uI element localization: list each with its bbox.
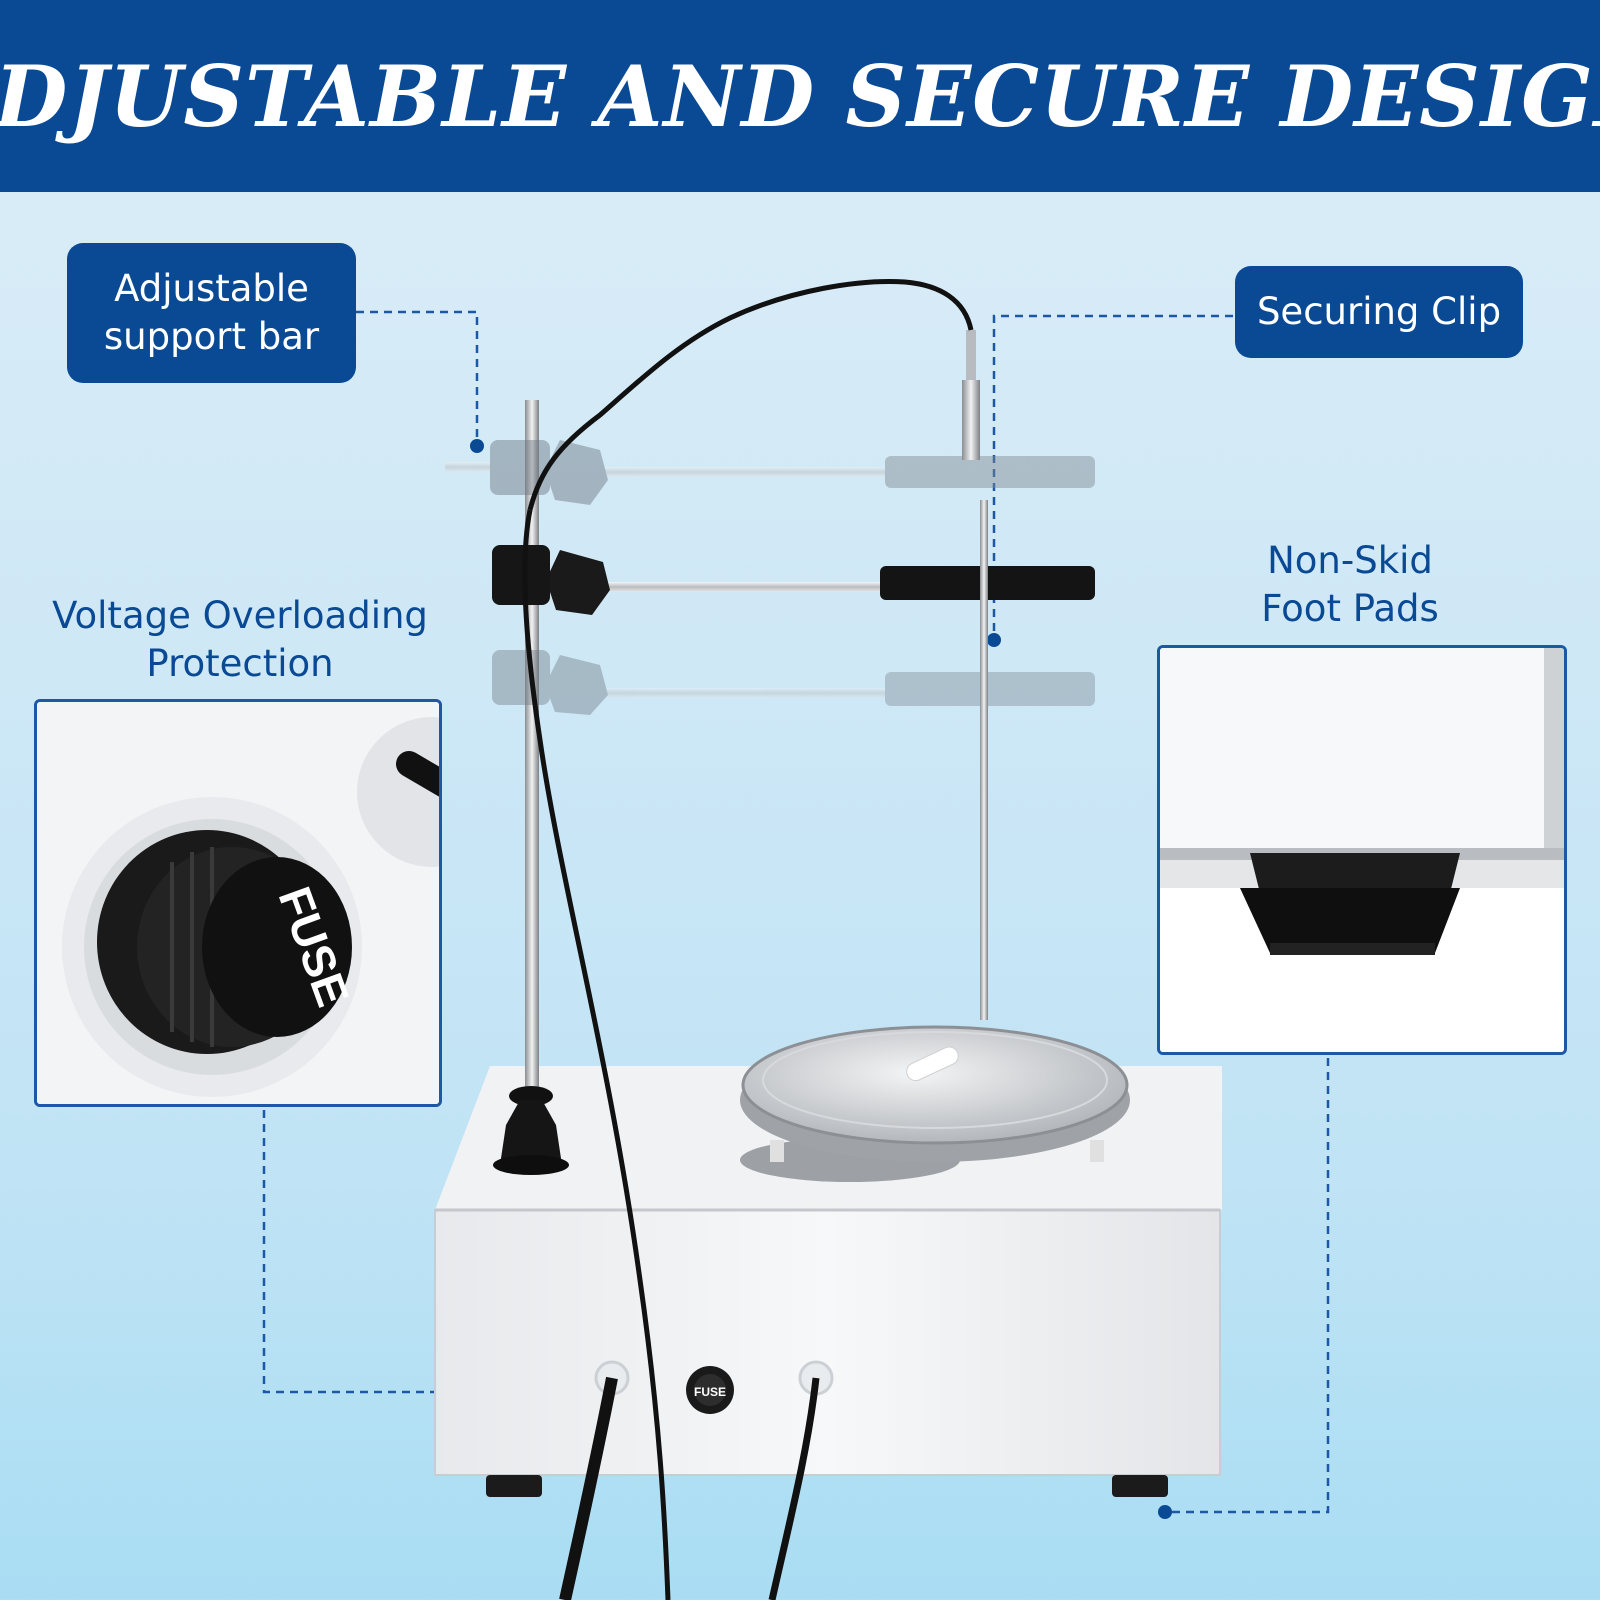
fuse-detail-box: FUSE xyxy=(34,699,442,1107)
callout-securing-clip: Securing Clip xyxy=(1235,266,1523,358)
foot-pad-detail-box xyxy=(1157,645,1567,1055)
title-banner: ADJUSTABLE AND SECURE DESIGN xyxy=(0,0,1600,192)
caption-line: Protection xyxy=(146,642,334,685)
stir-plate xyxy=(740,1025,1130,1182)
fuse-label: FUSE xyxy=(694,1385,726,1399)
callout-line: support bar xyxy=(103,315,320,358)
temperature-probe xyxy=(522,279,988,1600)
caption-line: Non-Skid xyxy=(1267,539,1433,582)
callout-line: Securing Clip xyxy=(1256,290,1502,333)
caption-line: Foot Pads xyxy=(1261,587,1439,630)
caption-foot-pads: Non-Skid Foot Pads xyxy=(1200,537,1500,633)
caption-line: Voltage Overloading xyxy=(52,594,428,637)
stirrer-base: FUSE xyxy=(434,1066,1222,1600)
callout-line: Adjustable xyxy=(114,267,309,310)
fuse-knob-closeup: FUSE xyxy=(37,702,439,1104)
foot-pad-closeup xyxy=(1160,648,1564,1052)
caption-voltage-protection: Voltage Overloading Protection xyxy=(40,592,440,688)
callout-adjustable-support-bar: Adjustable support bar xyxy=(67,243,356,383)
page-title: ADJUSTABLE AND SECURE DESIGN xyxy=(0,46,1600,146)
